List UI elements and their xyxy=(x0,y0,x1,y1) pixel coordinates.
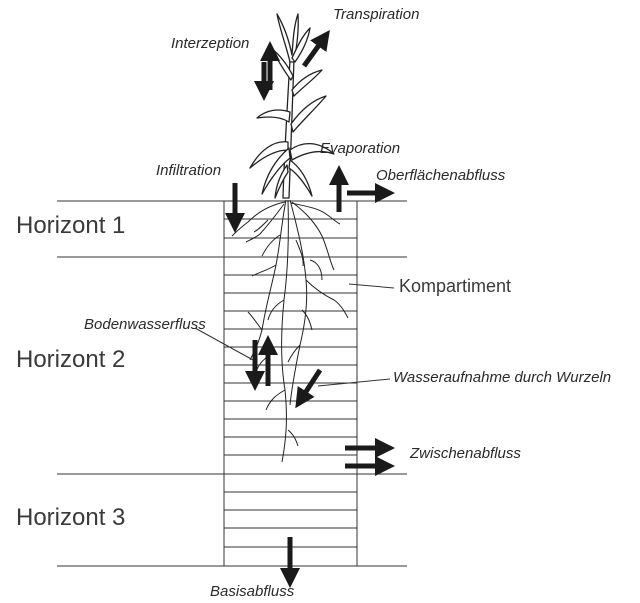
plant-roots xyxy=(232,200,348,462)
leader-lines xyxy=(195,284,394,386)
baseflow-label: Basisabfluss xyxy=(210,583,294,600)
plant-leaf xyxy=(292,70,322,96)
compartment-leader xyxy=(349,284,394,288)
root-uptake-label: Wasseraufnahme durch Wurzeln xyxy=(393,369,611,386)
compartment-label: Kompartiment xyxy=(399,276,511,297)
compartment-lines xyxy=(224,219,357,547)
infiltration-label: Infiltration xyxy=(156,162,221,179)
plant-leaf xyxy=(257,110,290,122)
soil-column xyxy=(224,201,357,566)
evaporation-label: Evaporation xyxy=(320,140,400,157)
interflow-label: Zwischenabfluss xyxy=(410,445,521,462)
horizon-3-label: Horizont 3 xyxy=(16,504,125,532)
soil-water-flow-label: Bodenwasserfluss xyxy=(84,316,206,333)
transpiration-label: Transpiration xyxy=(333,6,419,23)
root-uptake-arrow xyxy=(298,370,320,404)
interception-label: Interzeption xyxy=(171,35,249,52)
surface-runoff-label: Oberflächenabfluss xyxy=(376,167,505,184)
horizon-1-label: Horizont 1 xyxy=(16,212,125,240)
plant-leaf xyxy=(291,96,326,132)
horizon-2-label: Horizont 2 xyxy=(16,346,125,374)
plant-leaf xyxy=(289,160,312,196)
